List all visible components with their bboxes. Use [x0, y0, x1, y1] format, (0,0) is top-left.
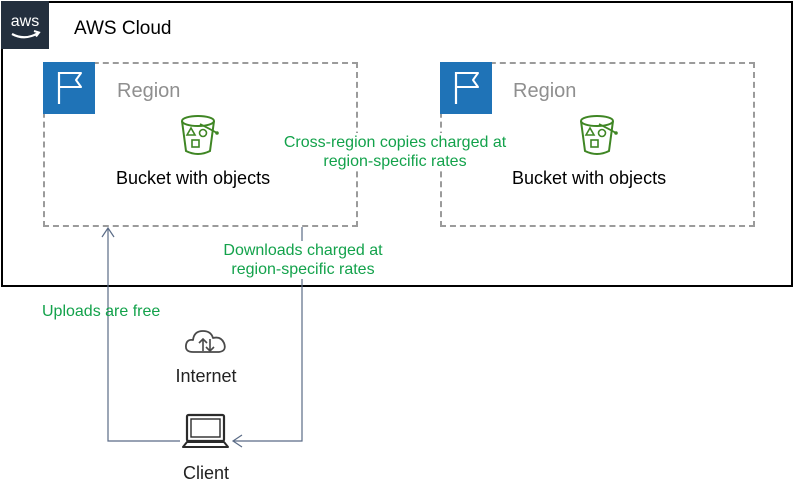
aws-logo-icon: aws: [1, 1, 49, 49]
internet-cloud-icon: [183, 325, 229, 357]
region-label-left: Region: [117, 80, 181, 102]
uploads-note: Uploads are free: [42, 303, 161, 320]
downloads-note: Downloads charged at region-specific rat…: [203, 241, 403, 279]
aws-logo-text: aws: [11, 13, 39, 30]
cross-region-note-line2: region-specific rates: [323, 153, 467, 170]
cross-region-note-line1: Cross-region copies charged at: [283, 134, 507, 151]
region-label-right: Region: [513, 80, 577, 102]
cross-region-note: Cross-region copies charged at region-sp…: [263, 133, 527, 171]
region-flag-icon: [440, 62, 492, 114]
internet-label: Internet: [175, 366, 237, 386]
bucket-label-left: Bucket with objects: [116, 168, 271, 188]
aws-cloud-group: [1, 1, 793, 287]
upload-arrow: [101, 226, 180, 442]
aws-logo-graphic: aws: [11, 13, 41, 39]
bucket-icon: [577, 113, 619, 157]
downloads-note-line2: region-specific rates: [231, 261, 375, 278]
region-flag-icon: [43, 62, 95, 114]
client-laptop-icon: [182, 411, 230, 453]
bucket-icon: [178, 113, 220, 157]
cloud-title: AWS Cloud: [74, 18, 172, 39]
client-label: Client: [182, 463, 230, 483]
bucket-label-right: Bucket with objects: [512, 168, 667, 188]
download-arrow: [231, 227, 303, 448]
downloads-note-line1: Downloads charged at: [223, 242, 383, 259]
